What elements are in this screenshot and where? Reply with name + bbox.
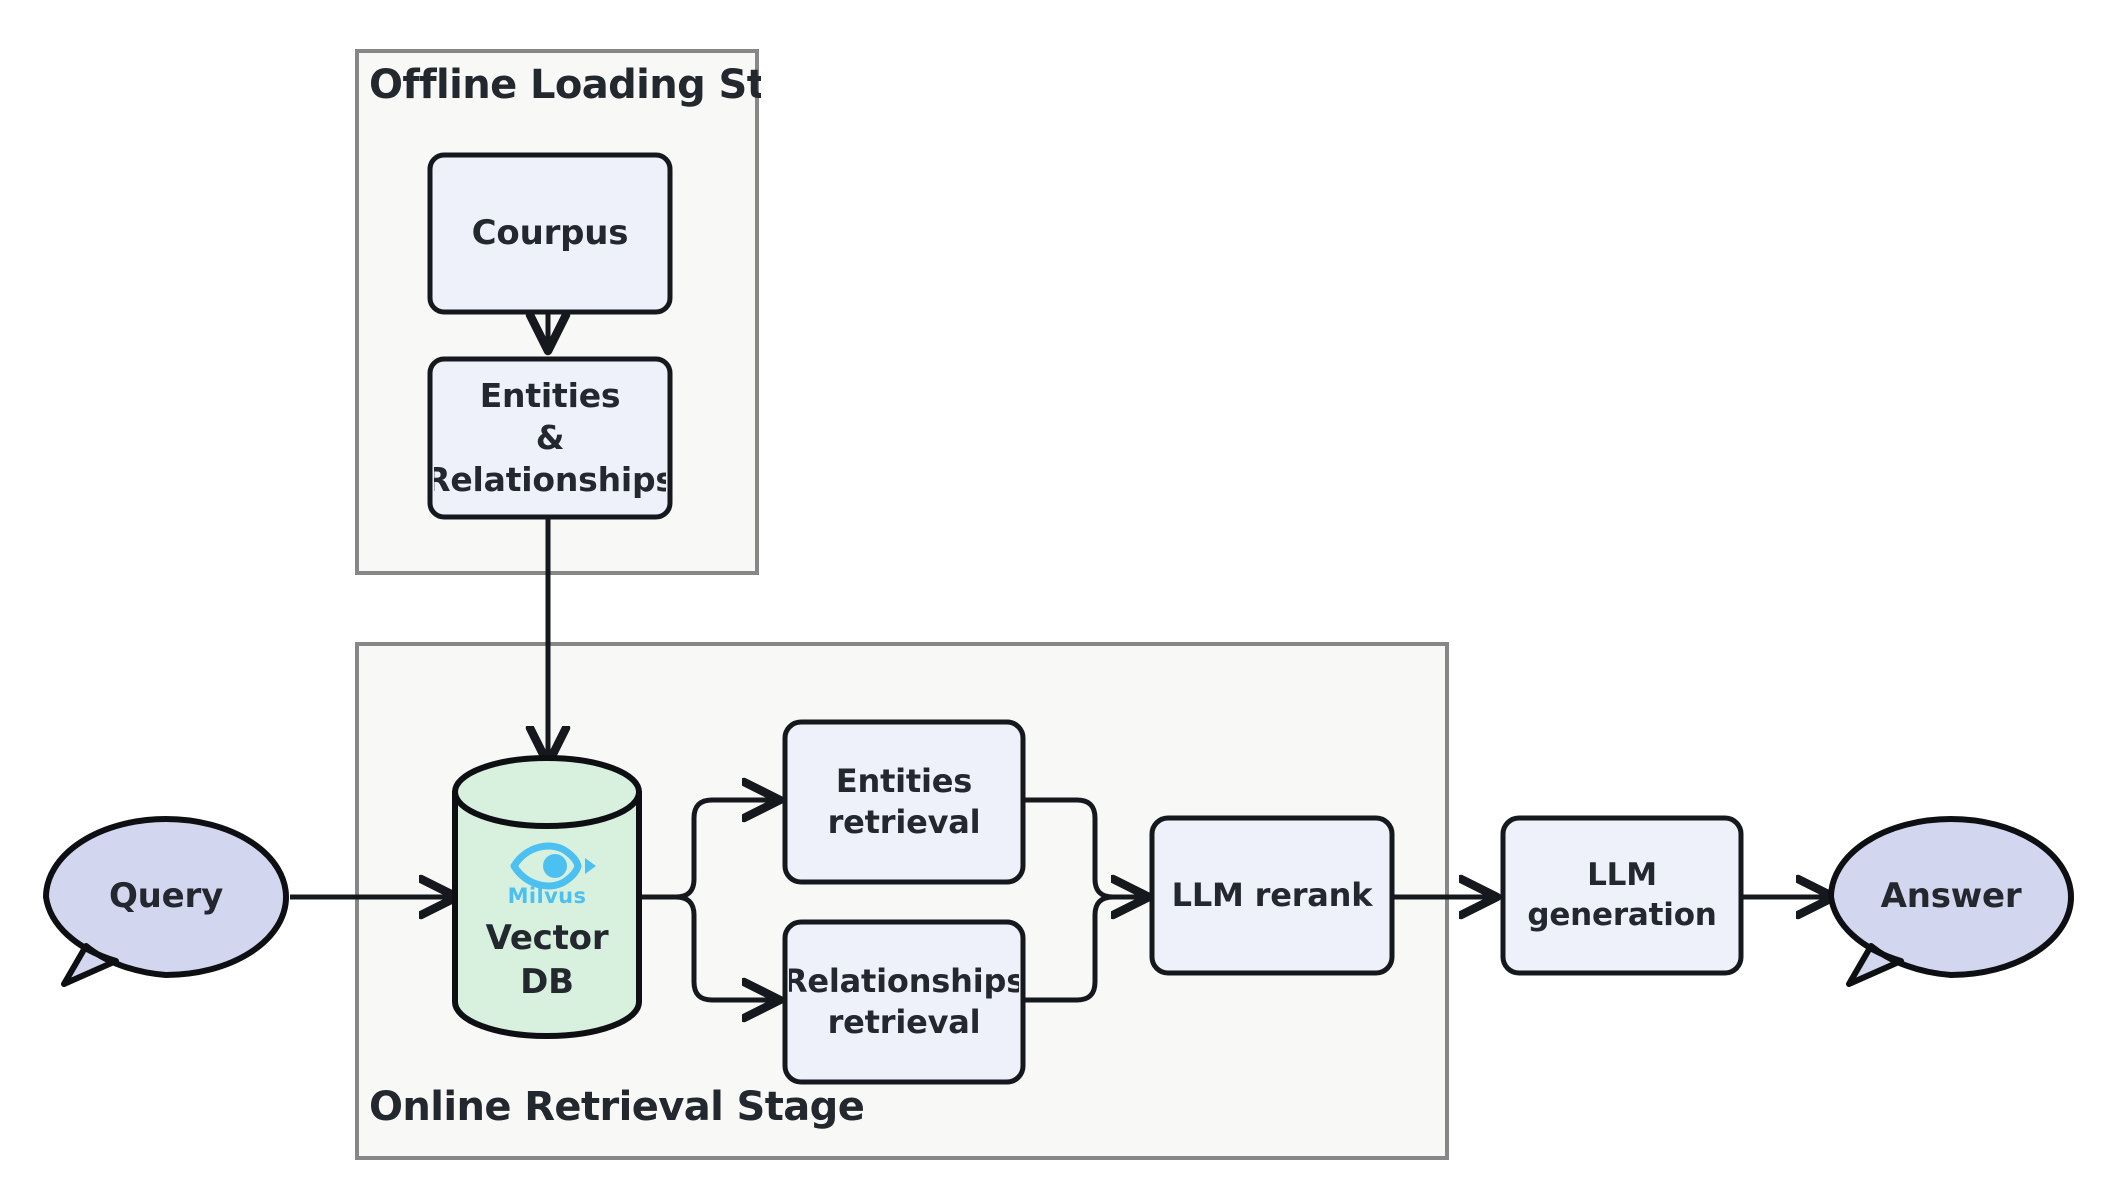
edge-retrieval-merge bbox=[1019, 797, 1147, 1003]
relationships-retrieval-line-2: retrieval bbox=[827, 1003, 981, 1041]
node-courpus[interactable]: Courpus bbox=[427, 152, 673, 315]
node-llm-generation-label: LLM generation bbox=[1527, 856, 1717, 933]
node-relationships-retrieval-label: Relationships retrieval bbox=[789, 926, 1019, 1078]
node-vector-db[interactable]: Milvus Vector DB bbox=[452, 755, 642, 1039]
edge-vectordb-split bbox=[637, 800, 778, 1000]
node-llm-rerank[interactable]: LLM rerank bbox=[1149, 815, 1395, 976]
node-llm-generation[interactable]: LLM generation bbox=[1500, 815, 1744, 976]
offline-stage-title: Offline Loading Stage bbox=[369, 62, 761, 108]
node-query[interactable]: Query bbox=[43, 816, 289, 987]
node-entities-relationships[interactable]: Entities & Relationships bbox=[427, 356, 673, 520]
vector-db-line-2: DB bbox=[520, 962, 574, 1002]
entities-retrieval-line-2: retrieval bbox=[827, 803, 981, 841]
milvus-eye-icon bbox=[510, 842, 596, 890]
node-courpus-label: Courpus bbox=[471, 212, 629, 253]
node-entities-retrieval[interactable]: Entities retrieval bbox=[782, 719, 1026, 885]
node-entities-relationships-label: Entities & Relationships bbox=[434, 363, 666, 513]
online-stage-title: Online Retrieval Stage bbox=[369, 1084, 865, 1130]
node-llm-rerank-label: LLM rerank bbox=[1171, 876, 1373, 915]
node-query-label: Query bbox=[108, 876, 224, 917]
er-line-2: & bbox=[535, 417, 565, 457]
relationships-retrieval-line-1: Relationships bbox=[789, 962, 1019, 1001]
vector-db-line-1: Vector bbox=[485, 918, 609, 959]
er-line-1: Entities bbox=[479, 375, 621, 415]
milvus-wordmark: Milvus bbox=[507, 884, 587, 908]
node-vector-db-label: Vector DB bbox=[457, 915, 637, 1007]
er-line-3: Relationships bbox=[434, 460, 666, 500]
node-entities-retrieval-label: Entities retrieval bbox=[789, 726, 1019, 878]
entities-retrieval-line-1: Entities bbox=[835, 762, 973, 801]
node-answer-label: Answer bbox=[1880, 876, 2022, 917]
node-answer[interactable]: Answer bbox=[1828, 816, 2074, 987]
node-relationships-retrieval[interactable]: Relationships retrieval bbox=[782, 919, 1026, 1085]
